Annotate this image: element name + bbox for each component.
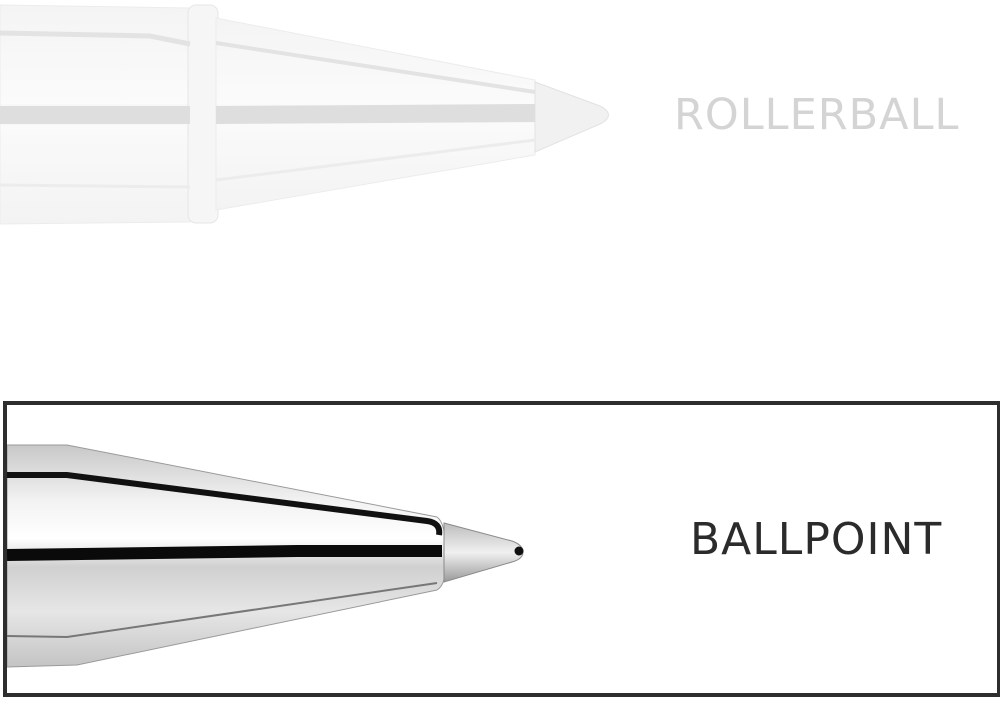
rollerball-pen-image <box>0 4 609 225</box>
rollerball-option[interactable]: ROLLERBALL <box>0 0 1000 260</box>
ballpoint-label: BALLPOINT <box>690 514 943 565</box>
ballpoint-pen-image <box>7 444 524 668</box>
rollerball-label: ROLLERBALL <box>674 90 960 140</box>
ballpoint-option-selected[interactable] <box>3 401 1000 697</box>
